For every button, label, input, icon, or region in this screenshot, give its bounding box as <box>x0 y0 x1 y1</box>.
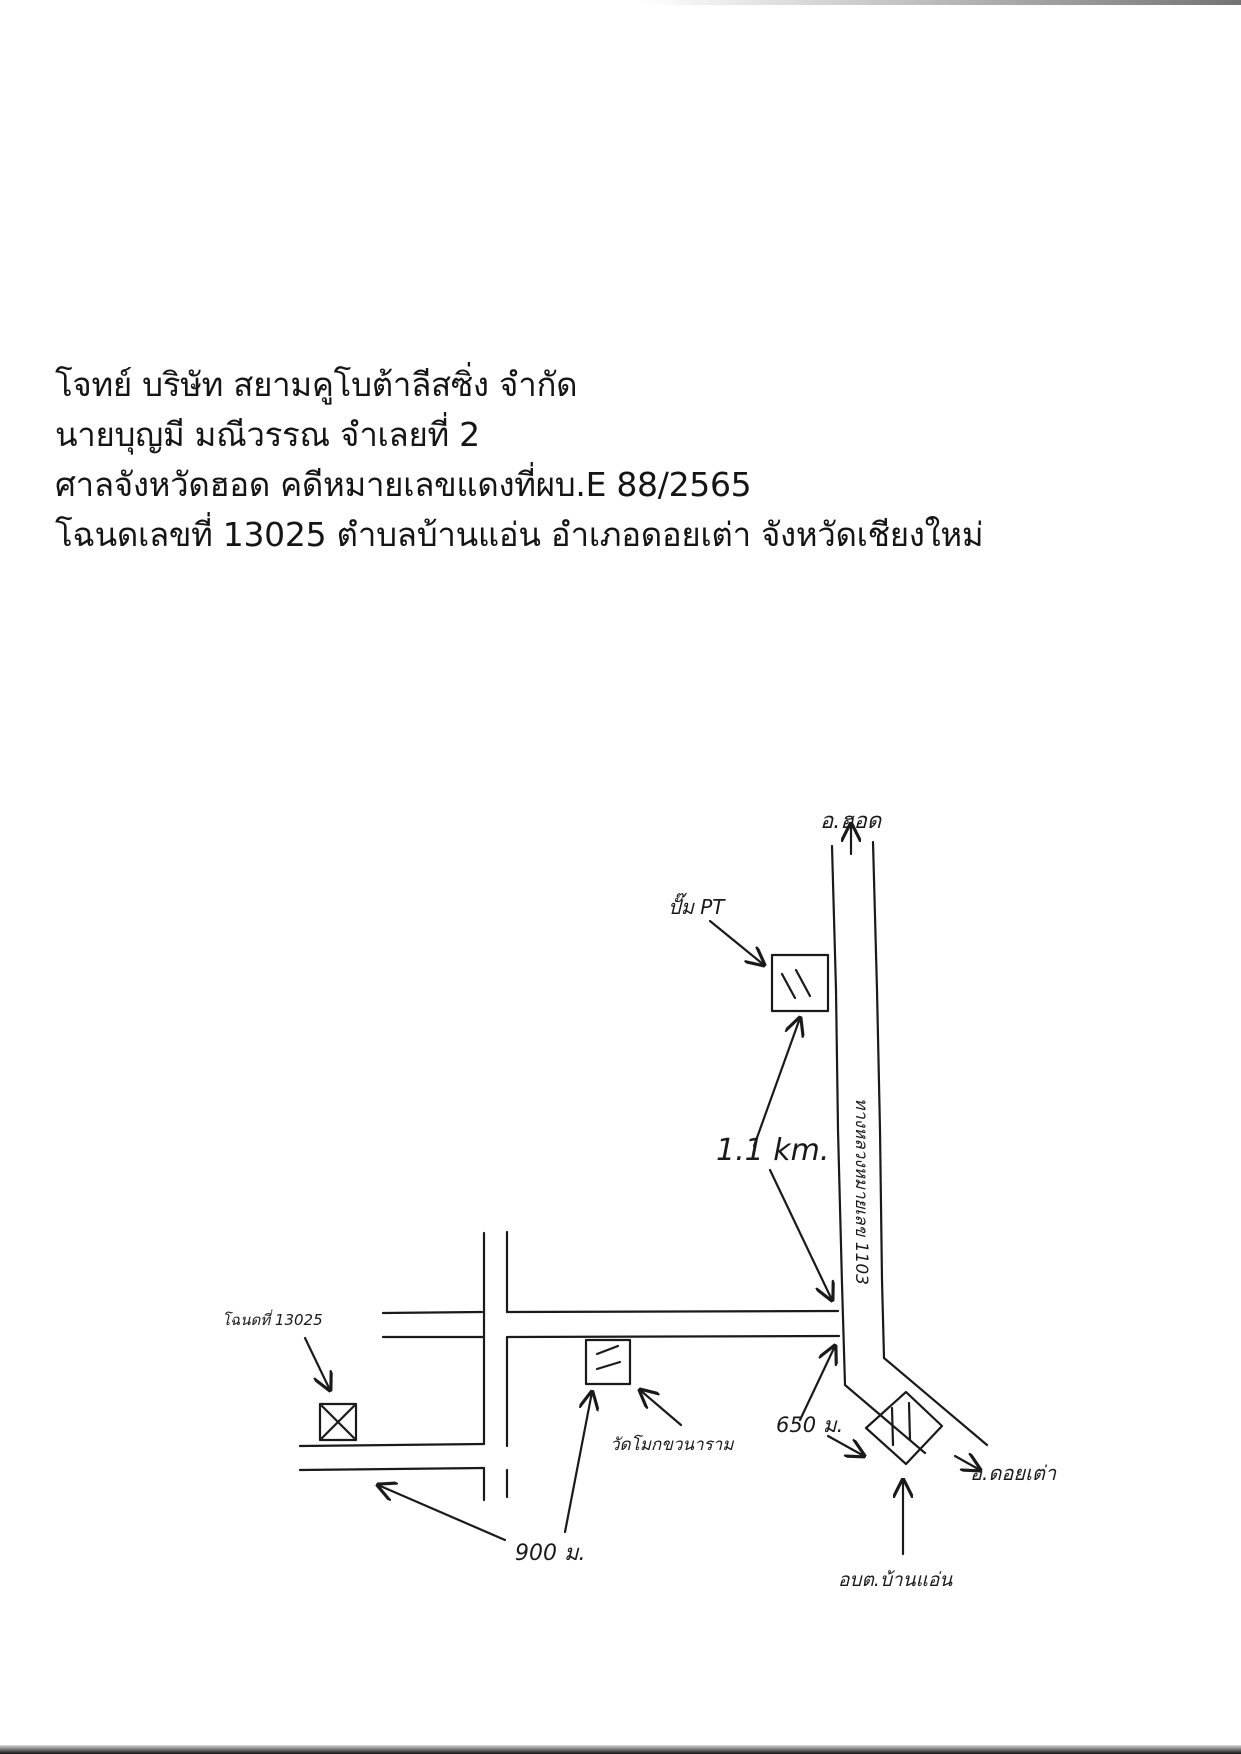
deed-label: โฉนดที่ 13025 <box>222 1309 323 1329</box>
gas-station-label: ปั๊ม PT <box>668 892 726 919</box>
north-destination-label: อ.ฮอด <box>820 809 883 834</box>
distance-parcel-label: 900 ม. <box>515 1541 585 1566</box>
gas-station-hatch <box>780 968 812 1000</box>
parcel-distance-arrow-west <box>378 1485 507 1542</box>
gas-station-label-arrow <box>708 919 764 965</box>
side-road-north-edge <box>381 1310 484 1315</box>
distance-gas-station-label: 1.1 km. <box>716 1133 829 1168</box>
land-parcel-cross <box>320 1404 356 1440</box>
parcel-distance-arrow-north <box>563 1392 592 1534</box>
southeast-direction-arrow <box>953 1456 980 1470</box>
defendant-line: นายบุญมี มณีวรรณ จำเลยที่ 2 <box>55 415 480 454</box>
document-header: โจทย์ บริษัท สยามคูโบต้าลีสซิ่ง จำกัด นา… <box>55 360 1235 560</box>
temple-label: วัดโมกขวนาราม <box>610 1434 734 1455</box>
scan-shadow-top <box>640 0 1241 5</box>
distance-arrow-to-junction <box>768 1168 832 1300</box>
parcel-lane-south-edge-east <box>482 1466 509 1502</box>
office-distance-arrow-north <box>798 1346 835 1422</box>
parcel-lane-south-edge <box>298 1466 486 1472</box>
highway-diagonal-east-edge <box>882 1356 989 1447</box>
temple-hatch <box>595 1344 622 1371</box>
sao-office-hatch <box>890 1401 912 1447</box>
sao-office-building <box>864 1390 944 1466</box>
deed-label-arrow <box>303 1336 330 1390</box>
parcel-lane-north-edge <box>298 1442 486 1448</box>
temple-building <box>584 1338 632 1386</box>
land-parcel-marker <box>318 1402 358 1442</box>
sketch-map-canvas: อ.ฮอด ปั๊ม PT 1.1 km. ทางหลวงหมายเลข 110… <box>222 809 1057 1591</box>
office-distance-arrow-east <box>826 1434 864 1456</box>
distance-office-label: 650 ม. <box>776 1413 843 1437</box>
temple-label-arrow <box>640 1390 683 1427</box>
gas-station-building <box>770 953 830 1013</box>
sao-office-label: อบต.บ้านแอ่น <box>838 1569 953 1591</box>
scan-shadow-bottom <box>0 1745 1241 1754</box>
title-deed-line: โฉนดเลขที่ 13025 ตำบลบ้านแอ่น อำเภอดอยเต… <box>55 515 984 554</box>
southeast-destination-label: อ.ดอยเต่า <box>970 1461 1057 1485</box>
highway-1103-east-edge <box>871 840 886 1360</box>
side-road-south-edge <box>506 1334 841 1339</box>
highway-label: ทางหลวงหมายเลข 1103 <box>851 1098 871 1285</box>
location-sketch-map: อ.ฮอด ปั๊ม PT 1.1 km. ทางหลวงหมายเลข 110… <box>0 780 1241 1620</box>
distance-arrow-to-gas-station <box>752 1018 800 1148</box>
side-road-north-edge-east <box>505 1309 840 1314</box>
court-case-line: ศาลจังหวัดฮอด คดีหมายเลขแดงที่ผบ.E 88/25… <box>55 465 752 504</box>
plaintiff-line: โจทย์ บริษัท สยามคูโบต้าลีสซิ่ง จำกัด <box>55 365 578 404</box>
highway-1103-west-edge <box>830 844 844 1286</box>
highway-diagonal-west-edge <box>840 1282 927 1455</box>
